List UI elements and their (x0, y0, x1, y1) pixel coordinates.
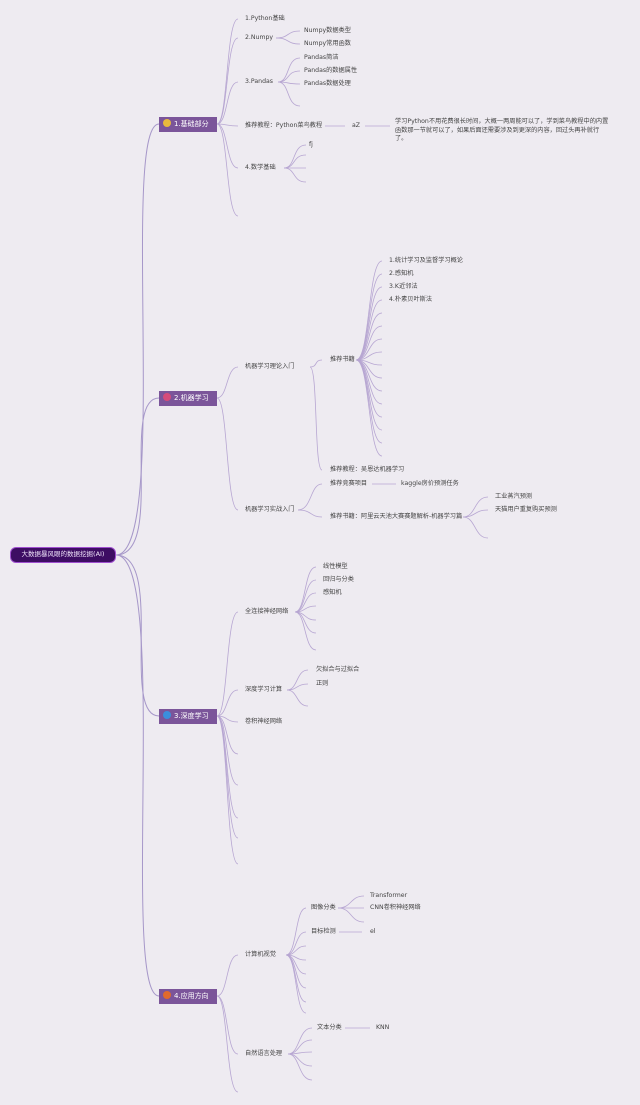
branch-label: 4.应用方向 (174, 992, 209, 1000)
node-math-basics[interactable]: 4.数学基础 (245, 164, 276, 171)
node-ml-practice[interactable]: 机器学习实战入门 (245, 506, 295, 513)
node-knn[interactable]: KNN (376, 1024, 390, 1031)
node-tmall-prediction[interactable]: 天猫用户重复购买预测 (495, 506, 557, 513)
node-nlp[interactable]: 自然语言处理 (245, 1050, 283, 1057)
node-recommended-books[interactable]: 推荐书籍 (330, 356, 355, 363)
node-az[interactable]: aZ (352, 122, 361, 129)
node-tianchi-book[interactable]: 推荐书籍：阿里云天池大赛赛题解析-机器学习篇 (330, 513, 463, 520)
branch-applications[interactable]: 4.应用方向 (159, 989, 217, 1004)
node-computer-vision[interactable]: 计算机视觉 (245, 951, 276, 958)
node-regression-classification[interactable]: 回归与分类 (323, 576, 354, 583)
node-image-classification[interactable]: 图像分类 (311, 904, 336, 911)
branch-label: 2.机器学习 (174, 394, 209, 402)
node-numpy-dtypes[interactable]: Numpy数据类型 (304, 27, 351, 34)
node-regularization[interactable]: 正则 (316, 680, 329, 687)
node-pandas[interactable]: 3.Pandas (245, 78, 274, 85)
node-fitting[interactable]: 欠拟合与过拟合 (316, 666, 360, 673)
node-object-detection[interactable]: 目标检测 (311, 928, 336, 935)
branch-label: 3.深度学习 (174, 712, 209, 720)
root-node[interactable]: 大数据暴风眼的数据挖掘(AI) (10, 547, 116, 563)
branch-deep-learning[interactable]: 3.深度学习 (159, 709, 217, 724)
node-pandas-attributes[interactable]: Pandas的数据属性 (304, 67, 358, 74)
branch-label: 1.基础部分 (174, 120, 209, 128)
node-kaggle[interactable]: kaggle房价预测任务 (401, 480, 459, 487)
node-python-tutorial[interactable]: 推荐教程：Python菜鸟教程 (245, 122, 323, 129)
node-cnn[interactable]: 卷积神经网络 (245, 718, 283, 725)
node-andrew-ng[interactable]: 推荐教程：吴恩达机器学习 (330, 466, 405, 473)
node-fully-connected[interactable]: 全连接神经网络 (245, 608, 289, 615)
branch-machine-learning[interactable]: 2.机器学习 (159, 391, 217, 406)
node-el[interactable]: el (370, 928, 376, 935)
node-ml-theory[interactable]: 机器学习理论入门 (245, 363, 295, 370)
node-cnn-network[interactable]: CNN卷积神经网络 (370, 904, 421, 911)
node-book-ch4[interactable]: 4.朴素贝叶斯法 (389, 296, 433, 303)
node-steam-prediction[interactable]: 工业蒸汽预测 (495, 493, 533, 500)
globe-icon (163, 711, 171, 719)
node-numpy-functions[interactable]: Numpy常用函数 (304, 40, 351, 47)
flame-icon (163, 991, 171, 999)
node-numpy[interactable]: 2.Numpy (245, 34, 274, 41)
heart-icon (163, 393, 171, 401)
node-transformer[interactable]: Transformer (370, 892, 408, 899)
node-pandas-processing[interactable]: Pandas数据处理 (304, 80, 351, 87)
node-linear-model[interactable]: 线性模型 (323, 563, 348, 570)
node-book-ch2[interactable]: 2.感知机 (389, 270, 414, 277)
node-dl-computation[interactable]: 深度学习计算 (245, 686, 283, 693)
branch-basics[interactable]: 1.基础部分 (159, 117, 217, 132)
node-book-ch3[interactable]: 3.K近邻法 (389, 283, 418, 290)
smile-icon (163, 119, 171, 127)
node-python-note[interactable]: 学习Python不用花费很长时间，大概一两周能可以了，学到菜鸟教程中的内置函数那… (395, 118, 609, 142)
node-python-basics[interactable]: 1.Python基础 (245, 15, 285, 22)
node-fj[interactable]: fj (309, 141, 313, 148)
node-book-ch1[interactable]: 1.统计学习及监督学习概论 (389, 257, 463, 264)
node-pandas-intro[interactable]: Pandas简洁 (304, 54, 339, 61)
node-text-classification[interactable]: 文本分类 (317, 1024, 342, 1031)
node-perceptron[interactable]: 感知机 (323, 589, 342, 596)
node-competitions[interactable]: 推荐竞赛项目 (330, 480, 368, 487)
